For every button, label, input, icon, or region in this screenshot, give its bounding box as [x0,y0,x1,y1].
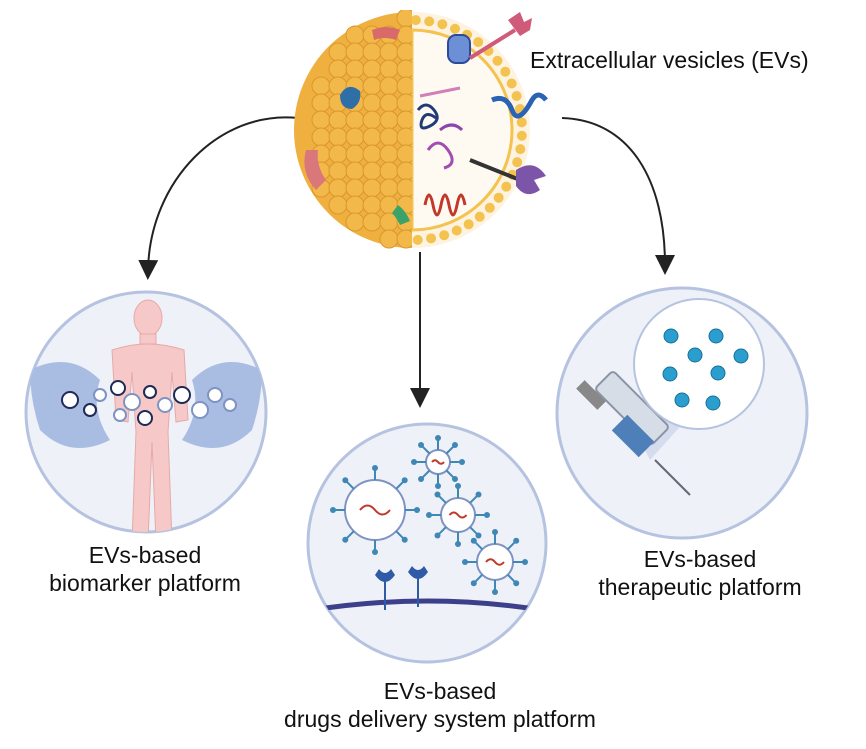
cell-membrane [308,598,546,615]
syringe-icon [576,371,691,496]
drug-delivery-panel [306,422,548,664]
biomarker-platform-label: EVs-based biomarker platform [20,541,270,597]
receptor-icon [375,566,428,610]
surface-protein-blue [340,86,361,109]
biomarker-label-line1: EVs-based [88,542,202,568]
magnified-vesicles [633,298,765,430]
drug-label-line1: EVs-based [383,678,497,704]
surface-protein-red [372,27,400,40]
arrow-to-therapeutic [561,117,675,275]
human-body-icon [111,299,189,532]
ev-vesicle-icon [294,10,548,249]
drug-delivery-platform-label: EVs-based drugs delivery system platform [240,677,640,733]
therapeutic-panel [555,286,809,540]
therapeutic-label-line2: therapeutic platform [598,574,802,600]
biomarker-label-line2: biomarker platform [49,570,241,596]
drug-label-line2: drugs delivery system platform [284,706,596,732]
therapeutic-label-line1: EVs-based [643,546,757,572]
transmembrane-protein [447,12,548,195]
nucleic-acid-icon [416,86,467,217]
biomarker-panel [24,290,268,534]
surface-protein-pink [304,150,326,190]
ev-title: Extracellular vesicles (EVs) [530,47,809,73]
flow-arrows [138,116,675,408]
surface-protein-green [392,205,410,225]
arrow-to-biomarker [138,116,299,280]
organ-right-icon [182,362,262,448]
therapeutic-platform-label: EVs-based therapeutic platform [570,545,830,601]
